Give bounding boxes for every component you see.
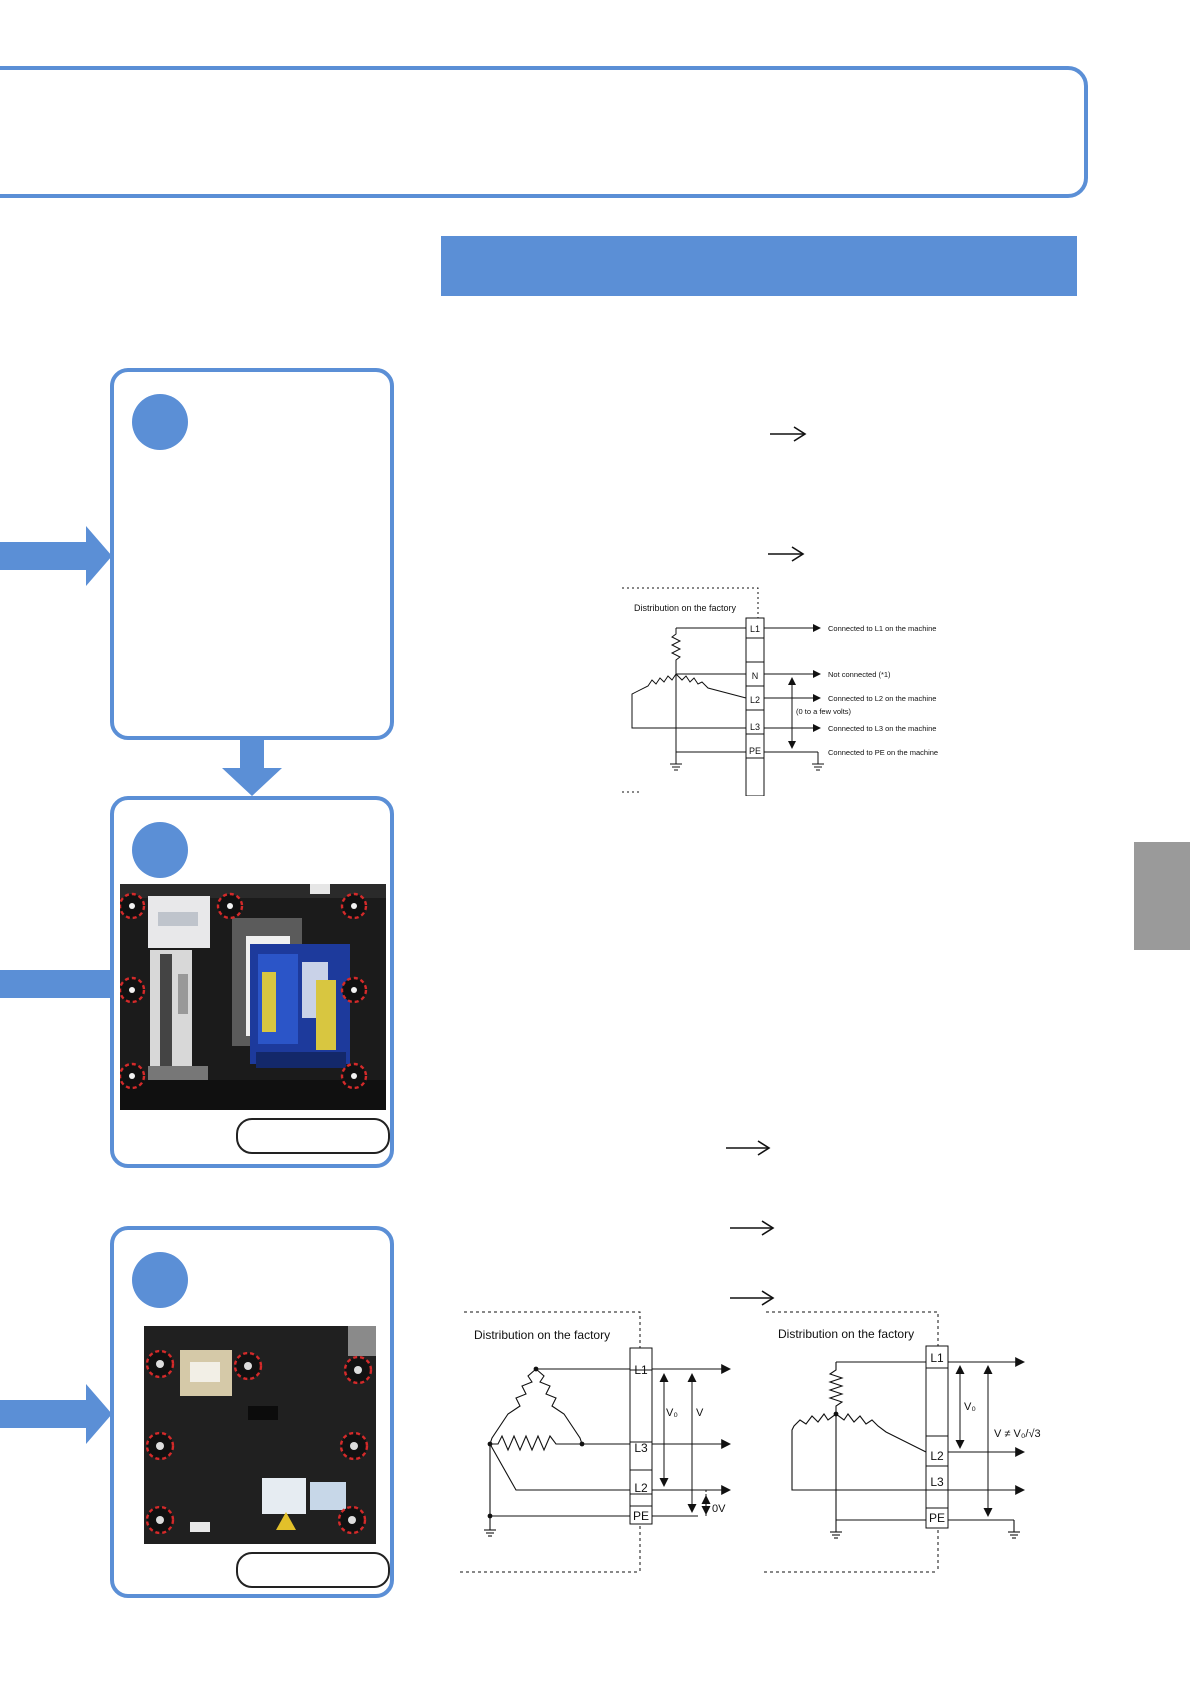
voltage-v0-label: V₀	[666, 1407, 678, 1419]
voltage-v-label: V	[696, 1407, 704, 1419]
terminal-label: L2	[930, 1449, 944, 1463]
wiring-diagram-delta: Distribution on the factory L1 L3 L2 PE	[460, 1311, 732, 1573]
step-number-badge	[132, 822, 188, 878]
terminal-label: L3	[634, 1441, 648, 1455]
long-arrow-icon	[726, 1140, 771, 1156]
connection-label: Connected to L1 on the machine	[828, 624, 936, 633]
step-panel-3	[110, 1226, 394, 1598]
diagram-heading: Distribution on the factory	[634, 603, 737, 613]
long-arrow-icon	[730, 1290, 775, 1306]
terminal-label: L1	[930, 1351, 944, 1365]
page-title-frame	[0, 66, 1088, 198]
photo-caption-pill	[236, 1552, 390, 1588]
voltage-note: (0 to a few volts)	[796, 707, 852, 716]
photo-caption-pill	[236, 1118, 390, 1154]
terminal-label: PE	[633, 1509, 649, 1523]
voltage-relation-label: V ≠ V₀/√3	[994, 1428, 1041, 1440]
connection-label: Connected to L3 on the machine	[828, 724, 936, 733]
section-heading-bar	[441, 236, 1077, 296]
diagram-heading: Distribution on the factory	[474, 1328, 610, 1342]
step-number-badge	[132, 1252, 188, 1308]
terminal-label: N	[752, 671, 759, 681]
right-arrow-icon	[0, 1384, 112, 1444]
cabinet-cover-photo	[144, 1326, 376, 1544]
terminal-label: L3	[750, 722, 760, 732]
terminal-label: L1	[750, 624, 760, 634]
connection-label: Connected to L2 on the machine	[828, 694, 936, 703]
terminal-label: L1	[634, 1363, 648, 1377]
step-panel-1	[110, 368, 394, 740]
connection-label: Connected to PE on the machine	[828, 748, 938, 757]
terminal-label: L3	[930, 1475, 944, 1489]
terminal-label: L2	[634, 1481, 648, 1495]
voltage-zero-label: 0V	[712, 1503, 726, 1515]
long-arrow-icon	[770, 426, 807, 442]
chapter-side-tab[interactable]	[1134, 842, 1190, 950]
cabinet-interior-photo	[120, 884, 386, 1110]
wiring-diagram-neutral: Distribution on the factory L1 N L2 L3 P…	[622, 587, 938, 796]
terminal-label: PE	[749, 746, 761, 756]
right-arrow-icon	[0, 970, 112, 998]
connection-label: Not connected (*1)	[828, 670, 891, 679]
step-number-badge	[132, 394, 188, 450]
step-panel-2	[110, 796, 394, 1168]
right-arrow-icon	[0, 526, 112, 586]
long-arrow-icon	[730, 1220, 775, 1236]
wiring-diagram-star: Distribution on the factory L1 L2 L3 PE	[764, 1311, 1041, 1573]
down-arrow-icon	[222, 740, 282, 796]
terminal-label: PE	[929, 1511, 945, 1525]
voltage-v0-label: V₀	[964, 1401, 976, 1413]
diagram-heading: Distribution on the factory	[778, 1327, 914, 1341]
long-arrow-icon	[768, 546, 805, 562]
terminal-label: L2	[750, 695, 760, 705]
